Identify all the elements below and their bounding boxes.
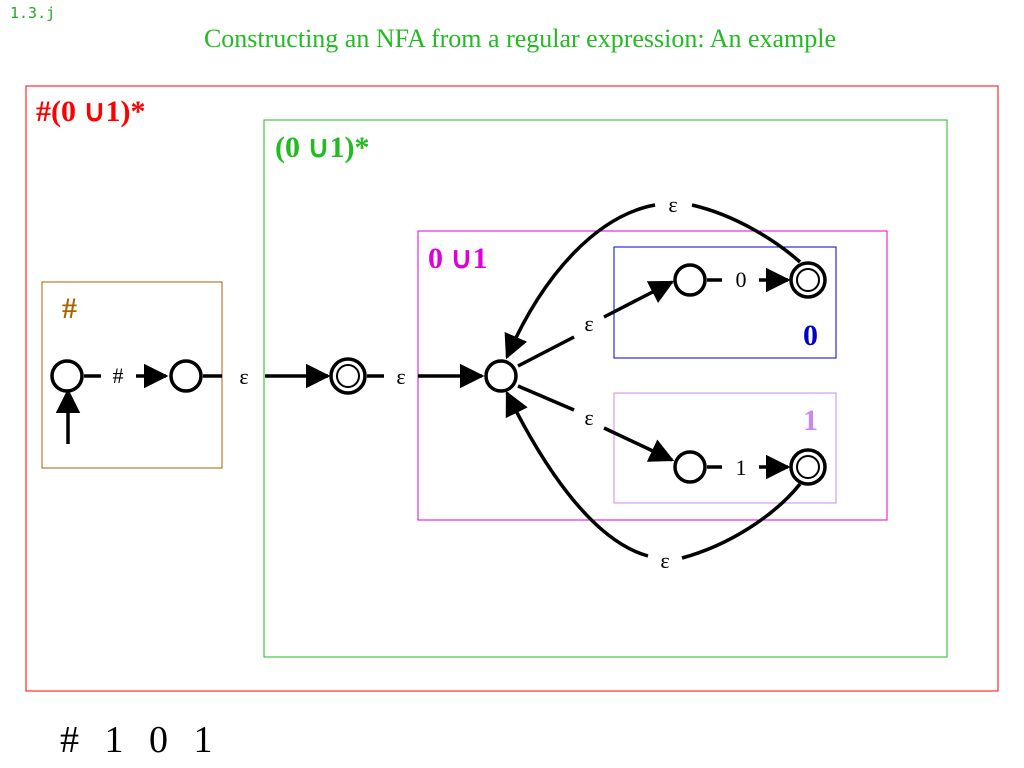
- label-eps1: ε: [239, 364, 248, 389]
- label-eps3: ε: [584, 311, 593, 336]
- hash-box-label: #: [62, 292, 77, 325]
- label-hash-edge: #: [113, 363, 124, 388]
- edge-eps3-lower: [517, 335, 575, 368]
- state-q3: [484, 359, 518, 393]
- nfa-diagram: #(0 ∪1)* (0 ∪1)* # 0 ∪1 0 1: [25, 85, 999, 692]
- state-q4: [673, 263, 707, 297]
- label-eps-loop-bottom: ε: [660, 548, 669, 573]
- outer-box: [25, 85, 999, 692]
- state-q7-inner-ring: [796, 455, 820, 479]
- union-box-label: 0 ∪1: [428, 242, 487, 275]
- state-q5-accept: [789, 261, 827, 299]
- slide-title: Constructing an NFA from a regular expre…: [203, 24, 837, 53]
- star-box-label: (0 ∪1)*: [275, 131, 369, 164]
- slide-number: 1.3.j: [10, 4, 56, 22]
- label-zero-edge: 0: [736, 267, 747, 292]
- state-q7-accept: [789, 448, 827, 486]
- input-string: # 1 0 1: [60, 719, 215, 761]
- star-box: [263, 119, 948, 658]
- edge-eps3-upper: [603, 280, 675, 319]
- edge-loop-top-right: [691, 203, 802, 264]
- edge-eps4-upper: [517, 384, 575, 412]
- state-q0: [50, 359, 84, 393]
- state-q2-accept: [329, 357, 367, 395]
- label-one-edge: 1: [736, 455, 747, 480]
- state-q5-inner-ring: [796, 268, 820, 292]
- one-box-label: 1: [803, 404, 818, 437]
- edge-loop-bottom-right: [681, 482, 802, 560]
- edge-eps4-lower: [603, 426, 675, 462]
- zero-box-label: 0: [803, 319, 818, 352]
- zero-box: [613, 246, 837, 359]
- label-eps4: ε: [584, 405, 593, 430]
- one-box: [613, 392, 837, 504]
- edge-loop-top-left: [504, 203, 656, 360]
- state-q6: [673, 450, 707, 484]
- outer-box-label: #(0 ∪1)*: [36, 95, 145, 128]
- edge-loop-bottom-left: [505, 390, 649, 558]
- label-eps2: ε: [396, 364, 405, 389]
- label-eps-loop-top: ε: [668, 192, 677, 217]
- state-q1: [169, 359, 203, 393]
- state-q2-inner-ring: [336, 364, 360, 388]
